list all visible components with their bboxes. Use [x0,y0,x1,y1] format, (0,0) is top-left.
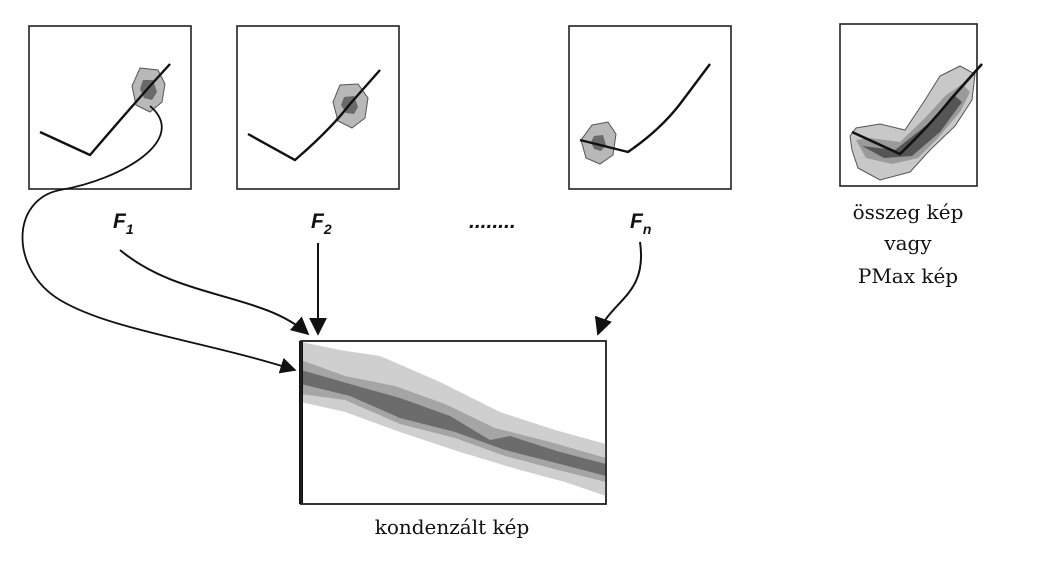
sum-image-glow-dark [862,96,962,158]
frame-f1 [28,25,192,190]
arrow-f1-label [119,249,310,336]
sum-image [839,23,983,187]
condensed-image-frame [300,340,607,505]
label-f1-subscript: 1 [126,221,134,237]
arrow-f1-curve [21,105,297,374]
frame-f1-border [28,25,192,190]
condensed-caption: kondenzált kép [375,515,530,539]
condensed-band-dark [301,370,606,476]
frame-f1-glow-inner [140,80,157,100]
frame-fn-glow-inner [591,135,606,151]
label-f2: F2 [311,210,332,237]
frame-fn [568,25,732,190]
label-f1: F1 [113,210,134,237]
frame-f2 [236,25,400,190]
condensed-image [299,340,607,505]
label-ellipsis: ........ [469,210,516,233]
sum-caption-line1: összeg kép [853,200,964,224]
label-f2-subscript: 2 [323,221,332,237]
sum-caption-line3: PMax kép [858,264,958,288]
sum-image-glow-mid [856,84,970,164]
frame-f2-border [236,25,400,190]
label-f2-letter: F [311,210,325,233]
frame-fn-trajectory [579,63,711,154]
label-fn-letter: F [630,210,644,233]
arrow-fn-label [594,241,643,336]
frame-f2-trajectory [247,69,381,162]
frame-fn-border [568,25,732,190]
frame-f1-trajectory [39,63,171,157]
label-fn: Fn [630,210,651,237]
label-fn-subscript: n [643,221,652,237]
sum-caption-line2: vagy [883,231,932,255]
sum-image-trajectory [851,63,983,156]
label-f1-letter: F [113,210,127,233]
